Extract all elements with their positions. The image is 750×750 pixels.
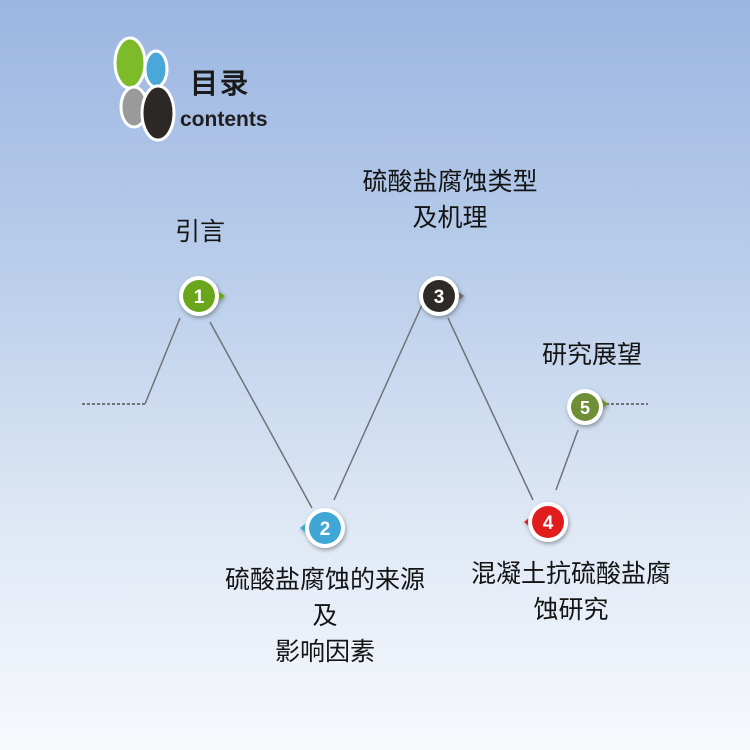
agenda-label-1-text: 引言 bbox=[174, 217, 225, 246]
agenda-label-4-line1: 混凝土抗硫酸盐腐 bbox=[470, 559, 671, 588]
agenda-node-5[interactable]: 5 bbox=[567, 389, 608, 425]
agenda-label-4-line2: 蚀研究 bbox=[533, 595, 609, 624]
agenda-label-4[interactable]: 混凝土抗硫酸盐腐 蚀研究 bbox=[466, 556, 676, 628]
agenda-label-1[interactable]: 引言 bbox=[160, 214, 240, 250]
agenda-node-3[interactable]: 3 bbox=[419, 276, 464, 316]
agenda-node-2[interactable]: 2 bbox=[300, 508, 345, 548]
connector-lines bbox=[82, 304, 648, 509]
agenda-label-2-line2: 影响因素 bbox=[274, 637, 375, 666]
agenda-label-2[interactable]: 硫酸盐腐蚀的来源及 影响因素 bbox=[218, 562, 432, 670]
agenda-node-1[interactable]: 1 bbox=[179, 276, 225, 316]
agenda-label-3[interactable]: 硫酸盐腐蚀类型 及机理 bbox=[360, 164, 540, 236]
agenda-label-5[interactable]: 研究展望 bbox=[537, 337, 647, 373]
agenda-label-5-text: 研究展望 bbox=[541, 340, 642, 369]
node-number-3: 3 bbox=[434, 287, 445, 308]
node-number-5: 5 bbox=[580, 398, 590, 418]
node-number-4: 4 bbox=[543, 513, 554, 534]
node-number-1: 1 bbox=[194, 287, 205, 308]
clover-logo-icon bbox=[113, 36, 176, 142]
page-title: 目录 bbox=[190, 67, 251, 100]
agenda-label-2-line1: 硫酸盐腐蚀的来源及 bbox=[224, 565, 425, 630]
page-subtitle: contents bbox=[180, 108, 268, 131]
agenda-node-4[interactable]: 4 bbox=[524, 502, 568, 542]
node-number-2: 2 bbox=[320, 519, 331, 540]
agenda-label-3-line1: 硫酸盐腐蚀类型 bbox=[362, 167, 538, 196]
agenda-label-3-line2: 及机理 bbox=[412, 203, 488, 232]
